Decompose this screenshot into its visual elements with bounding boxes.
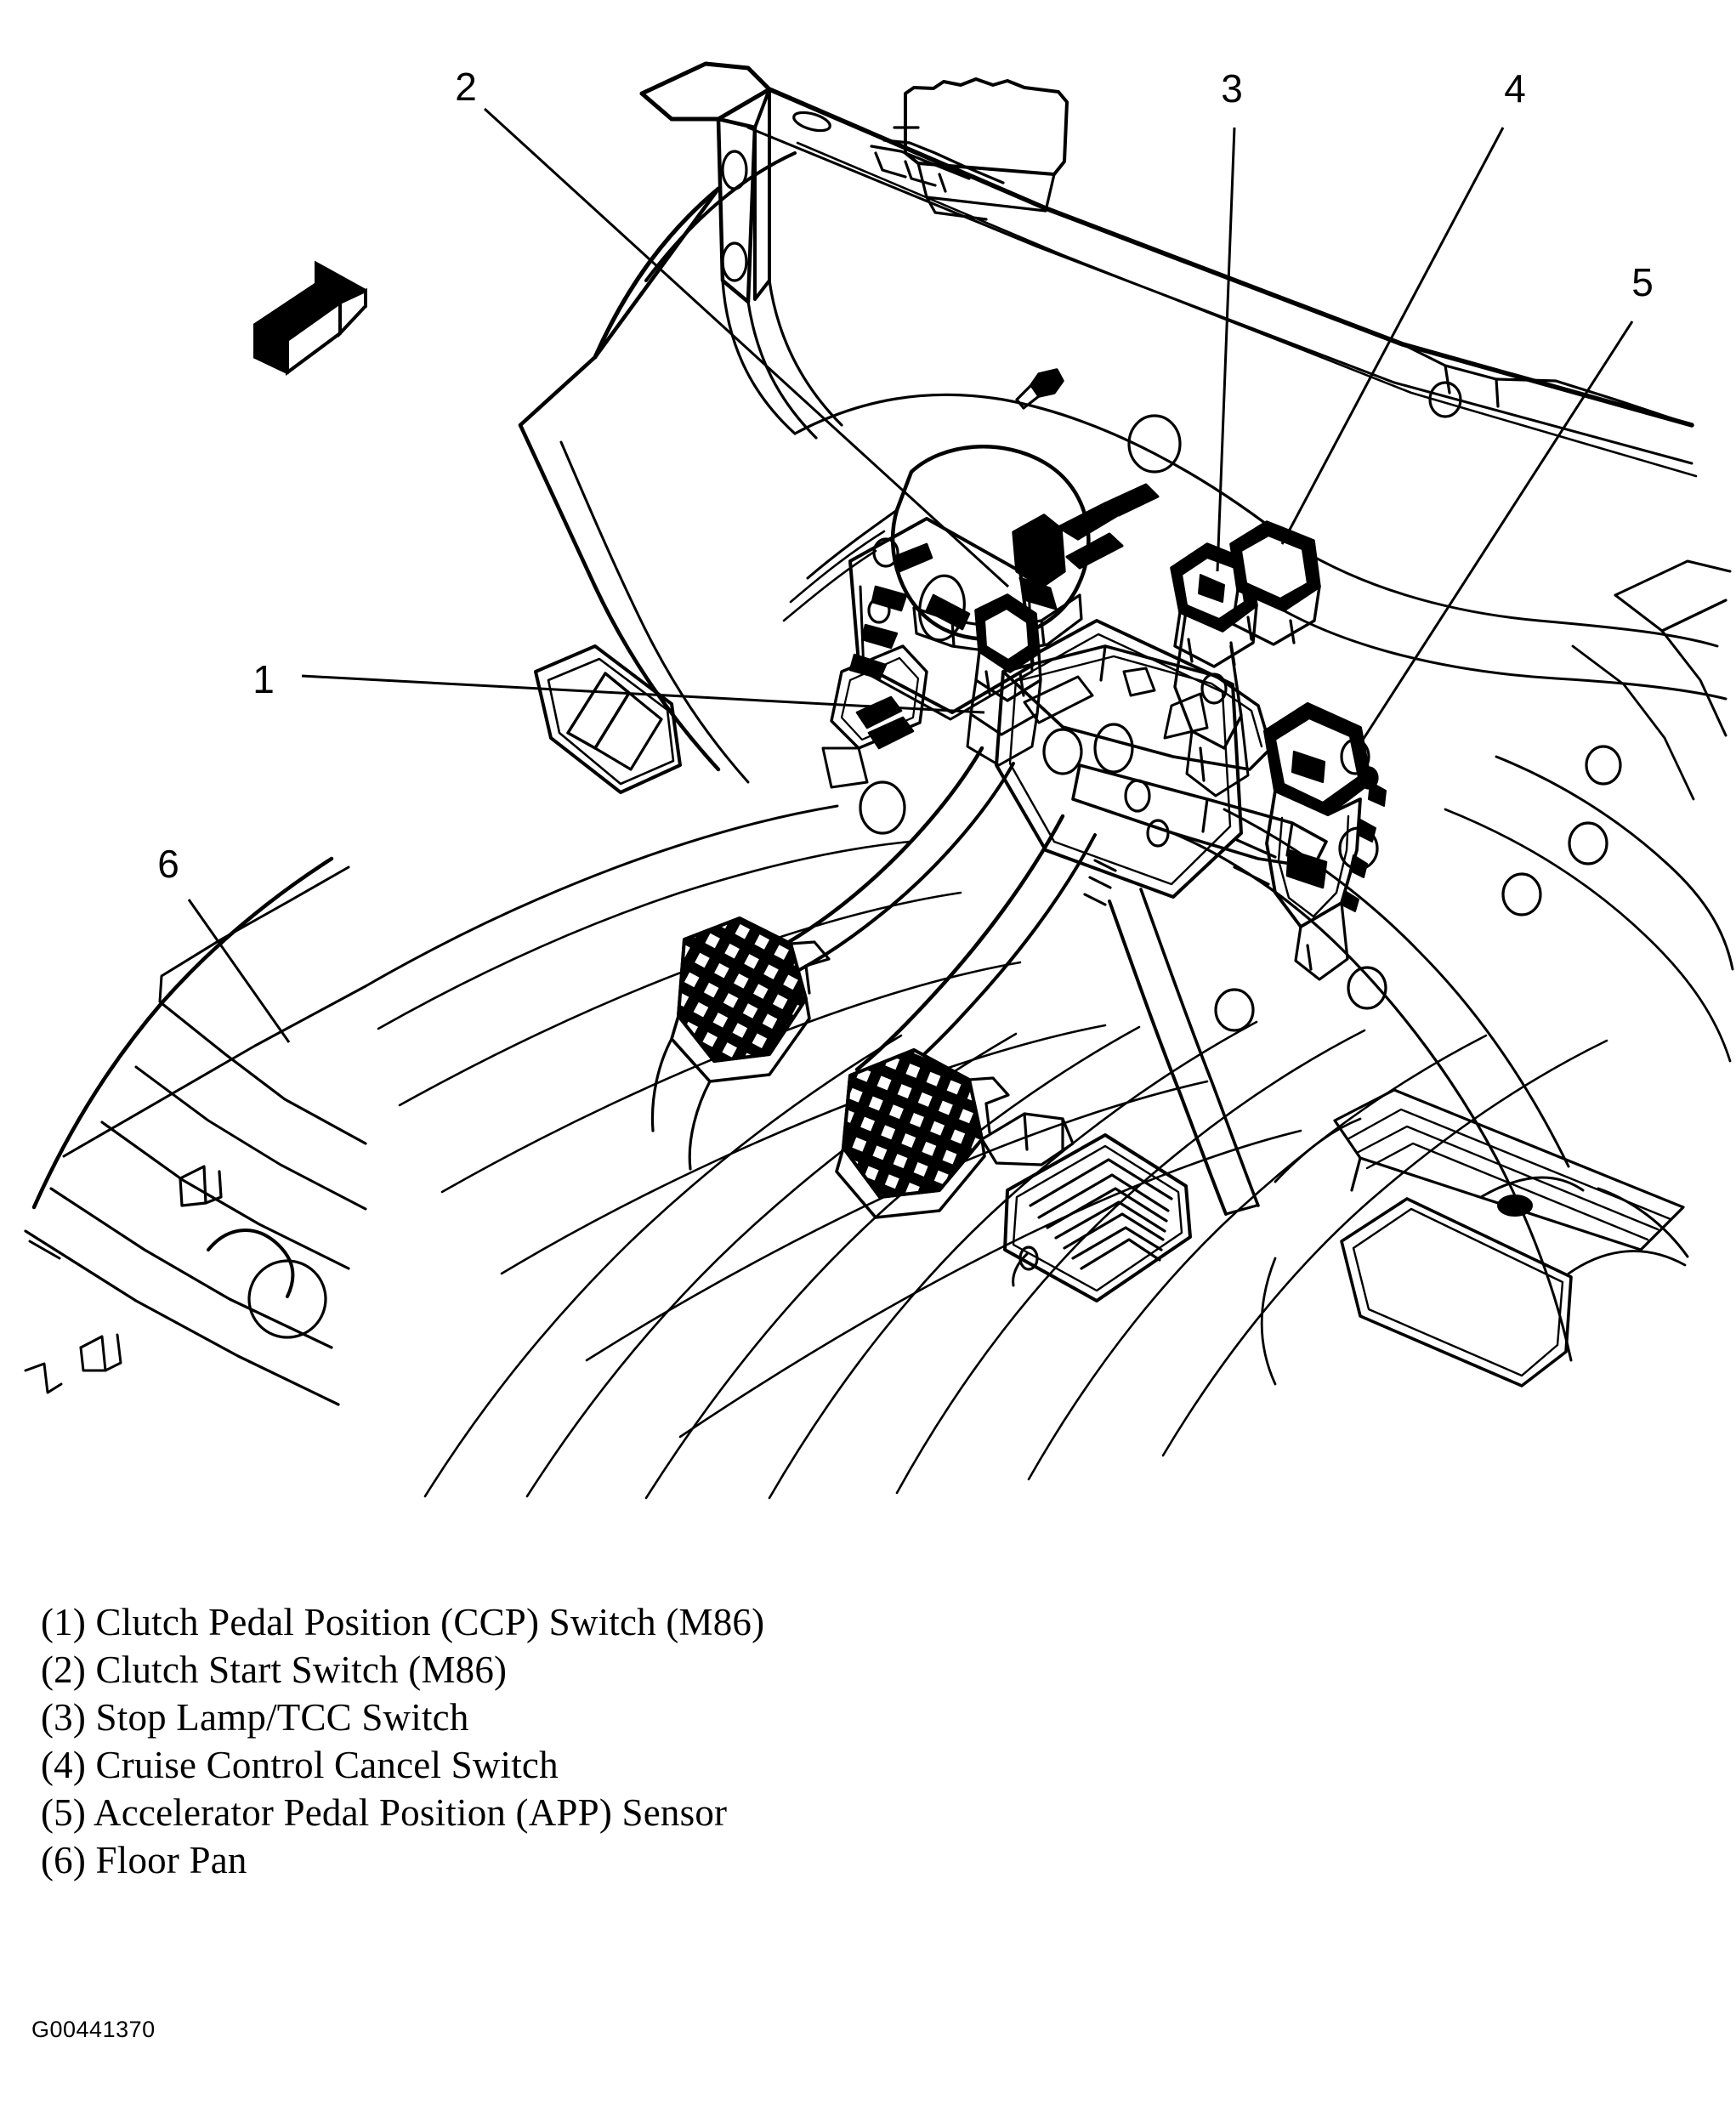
callout-number-1: 1: [252, 657, 275, 701]
callout-numbers: 1 2 3 4 5 6: [157, 65, 1654, 886]
callout-number-6: 6: [157, 842, 179, 886]
leader-line-2: [483, 107, 1010, 588]
leader-line-6: [187, 899, 291, 1043]
parts-legend: (1) Clutch Pedal Position (CCP) Switch (…: [41, 1598, 1316, 1884]
leader-lines: [187, 107, 1634, 1043]
forward-direction-arrow: [253, 260, 367, 376]
legend-item-5: (5) Accelerator Pedal Position (APP) Sen…: [41, 1791, 728, 1834]
callout-number-3: 3: [1221, 66, 1243, 111]
callout-number-5: 5: [1631, 260, 1654, 304]
pedal-assembly-line-drawing: 1 2 3 4 5 6: [24, 61, 1734, 1500]
leader-line-1: [301, 674, 985, 714]
leader-line-3: [1216, 127, 1236, 572]
legend-item-3: (3) Stop Lamp/TCC Switch: [41, 1696, 469, 1739]
callout-number-2: 2: [455, 65, 477, 109]
legend-item-1: (1) Clutch Pedal Position (CCP) Switch (…: [41, 1601, 765, 1643]
legend-item-6: (6) Floor Pan: [41, 1839, 247, 1881]
callout-number-4: 4: [1504, 66, 1526, 111]
leader-line-4: [1280, 127, 1505, 545]
leader-line-5: [1357, 321, 1634, 747]
legend-item-4: (4) Cruise Control Cancel Switch: [41, 1744, 559, 1786]
figure-code: G00441370: [31, 2017, 156, 2042]
legend-item-2: (2) Clutch Start Switch (M86): [41, 1649, 508, 1691]
